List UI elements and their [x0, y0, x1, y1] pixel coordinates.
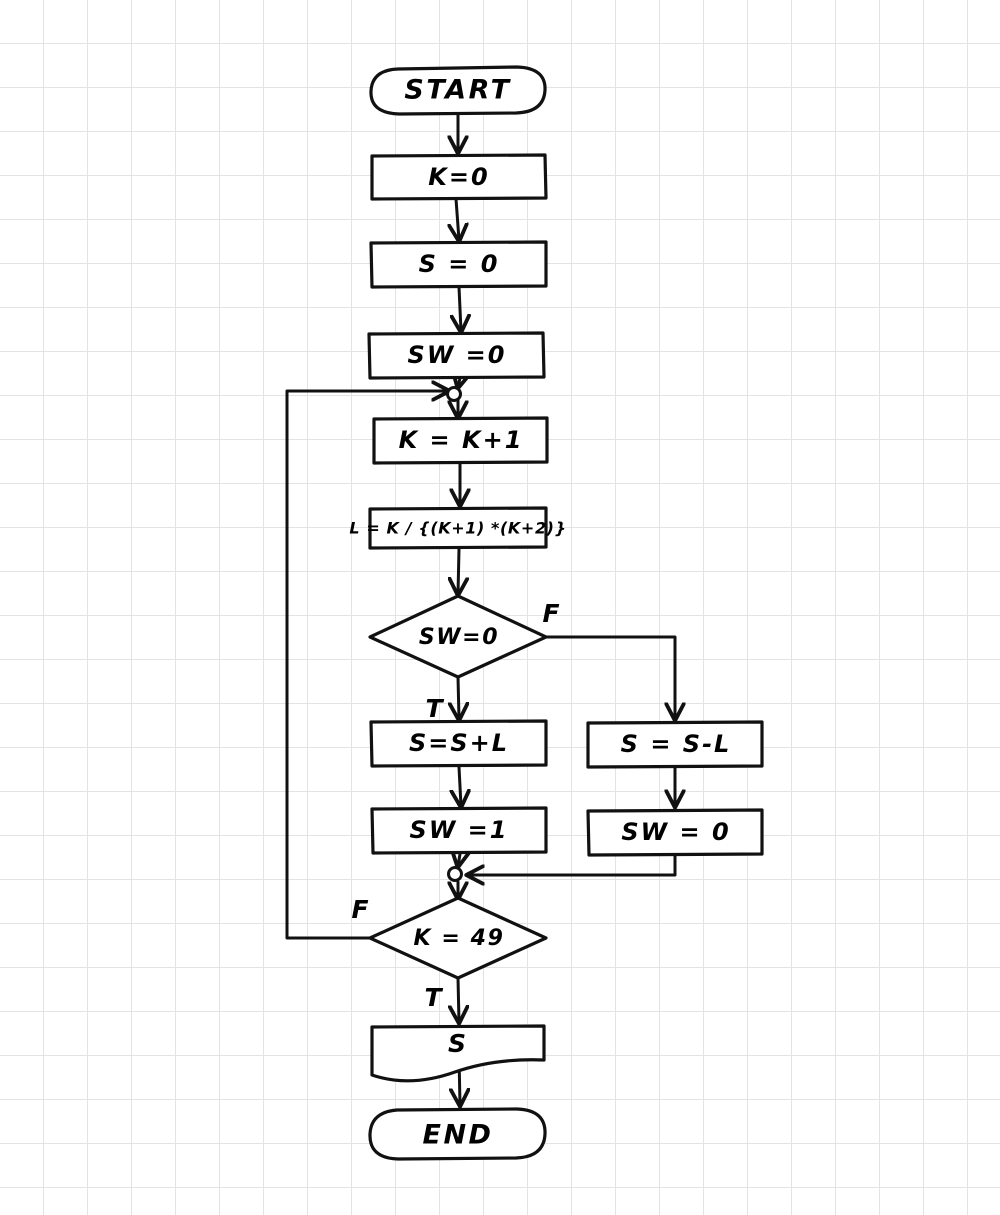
junction-loop-top	[446, 386, 462, 402]
node-incr-k-label: K = K+1	[399, 426, 524, 454]
edge-setsw0-return-to-junction-bottom	[468, 854, 677, 875]
node-init-sw-label: SW =0	[408, 341, 507, 369]
edge-setsw1-to-junction-bottom	[458, 854, 460, 866]
node-decision-k-label: K = 49	[413, 926, 504, 951]
edge-label-sw-true: T	[425, 694, 444, 723]
edge-decision-k-true-to-output	[458, 976, 459, 1022]
edge-label-sw-false: F	[542, 599, 559, 628]
node-init-k-label: K=0	[428, 163, 489, 191]
node-init-k	[370, 153, 548, 201]
node-end	[368, 1107, 547, 1161]
node-end-label: END	[423, 1120, 494, 1151]
node-sub	[586, 720, 764, 769]
edge-inits-to-initsw	[459, 285, 461, 331]
node-init-sw	[367, 331, 546, 380]
edge-decision-k-false-loopback	[285, 391, 448, 940]
node-set-sw0	[586, 808, 764, 857]
node-set-sw0-label: SW = 0	[621, 818, 730, 846]
node-set-sw1	[370, 806, 548, 855]
node-calc-l-label: L = K / {(K+1) *(K+2)}	[349, 519, 566, 538]
edge-add-to-setsw1	[459, 765, 461, 806]
node-start	[369, 65, 547, 116]
node-set-sw1-label: SW =1	[410, 816, 509, 844]
junction-merge-bottom	[447, 866, 463, 882]
node-start-label: START	[404, 75, 511, 106]
edge-initk-to-inits	[456, 197, 459, 240]
node-output-s	[370, 1024, 546, 1083]
edge-decision-sw-true-to-add	[458, 675, 459, 719]
edge-label-k-false: F	[351, 895, 368, 924]
edge-label-k-true: T	[424, 983, 443, 1012]
node-init-s-label: S = 0	[419, 250, 500, 278]
edge-initsw-to-junction-top	[458, 378, 460, 387]
node-init-s	[369, 240, 548, 289]
node-add-label: S=S+L	[409, 729, 509, 757]
node-sub-label: S = S-L	[621, 730, 732, 758]
node-decision-sw-label: SW=0	[419, 625, 499, 650]
edge-calcl-to-decision-sw	[458, 547, 459, 594]
node-decision-sw	[368, 594, 548, 679]
node-add	[369, 719, 548, 768]
edge-decision-sw-false-to-sub	[544, 635, 675, 719]
node-calc-l	[368, 506, 548, 550]
node-output-s-label: S	[448, 1029, 468, 1058]
node-decision-k	[368, 896, 548, 980]
node-incr-k	[372, 416, 549, 465]
